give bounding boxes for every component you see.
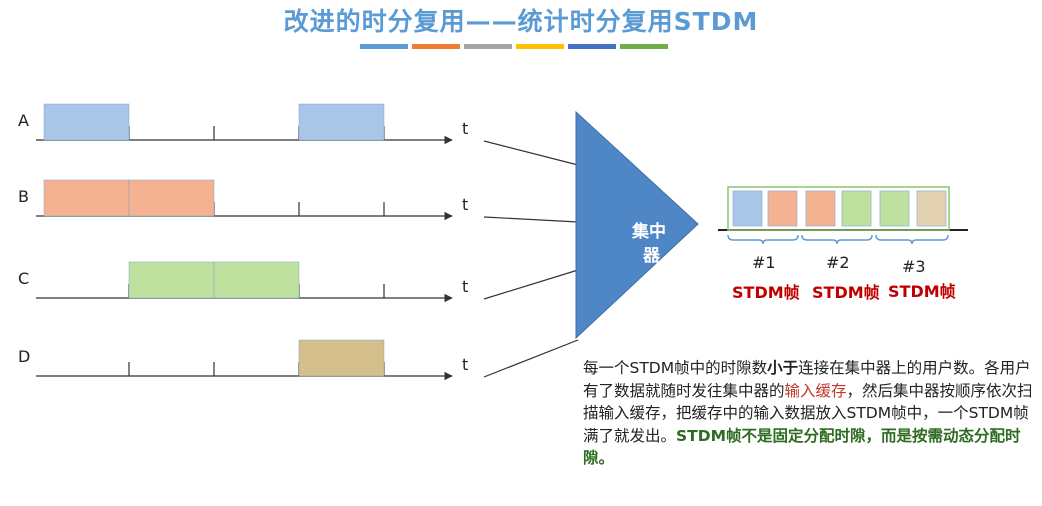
concentrator-label-line1: 集中: [631, 221, 666, 242]
desc-emphasis-less-than: 小于: [767, 359, 799, 377]
frame-cell-5: [879, 190, 910, 227]
accent-swatch-2: [412, 44, 460, 49]
slot-a-1: [43, 103, 130, 141]
input-line-c: [483, 269, 579, 300]
frame-index-2: #2: [826, 253, 850, 272]
accent-swatch-3: [464, 44, 512, 49]
desc-part-5: ，然后集中器按顺序依次扫描输入缓存，把缓存中的输入数据放入STDM帧中，一个ST…: [583, 381, 1033, 445]
frame-index-3: #3: [902, 257, 926, 276]
frame-cell-4: [841, 190, 872, 227]
user-label-c: C: [18, 269, 29, 288]
stdm-frame-box: [727, 186, 950, 231]
accent-swatch-5: [568, 44, 616, 49]
slot-b-1: [43, 179, 130, 217]
user-label-b: B: [18, 187, 29, 206]
description-text: 每一个STDM帧中的时隙数小于连接在集中器上的用户数。各用户有了数据就随时发往集…: [583, 357, 1033, 470]
frame-index-1: #1: [752, 253, 776, 272]
frame-braces: [727, 234, 949, 245]
time-axis-label-d: t: [462, 355, 468, 374]
accent-swatch-6: [620, 44, 668, 49]
frame-label-1: STDM帧: [732, 283, 800, 302]
frame-cell-3: [805, 190, 836, 227]
frame-brace-1: [727, 234, 799, 245]
frame-label-2: STDM帧: [812, 283, 880, 302]
frame-label-3: STDM帧: [888, 282, 956, 301]
desc-input-buffer: 输入缓存: [784, 381, 847, 400]
slide-title: 改进的时分复用——统计时分复用STDM: [283, 7, 759, 36]
accent-swatch-1: [360, 44, 408, 49]
concentrator-label-line2: 器: [642, 246, 661, 266]
time-axis-label-b: t: [462, 195, 468, 214]
time-axis-label-c: t: [462, 277, 468, 296]
desc-part-1: 每一个STDM帧中的时隙数: [583, 359, 768, 377]
slot-c-1: [128, 261, 215, 299]
user-label-a: A: [18, 111, 29, 130]
desc-part-3: 连接在集中器上的用户数。各用户有了数据就随时发往集中器的: [583, 359, 1031, 400]
frame-cell-2: [767, 190, 798, 227]
slot-a-2: [298, 103, 385, 141]
concentrator-triangle: [575, 110, 699, 340]
desc-conclusion: STDM帧不是固定分配时隙，而是按需动态分配时隙。: [583, 426, 1021, 468]
title-color-bar: [360, 44, 668, 49]
slot-b-2: [128, 179, 215, 217]
input-line-b: [483, 216, 579, 223]
slot-d-1: [298, 339, 385, 377]
frame-brace-2: [801, 234, 873, 245]
frame-brace-3: [875, 234, 949, 245]
input-line-d: [483, 339, 579, 378]
user-label-d: D: [18, 347, 30, 366]
frame-cell-1: [732, 190, 763, 227]
input-line-a: [483, 140, 579, 166]
frame-cell-6: [916, 190, 947, 227]
frame-cells: [732, 190, 947, 227]
time-axis-label-a: t: [462, 119, 468, 138]
slot-c-2: [213, 261, 300, 299]
accent-swatch-4: [516, 44, 564, 49]
